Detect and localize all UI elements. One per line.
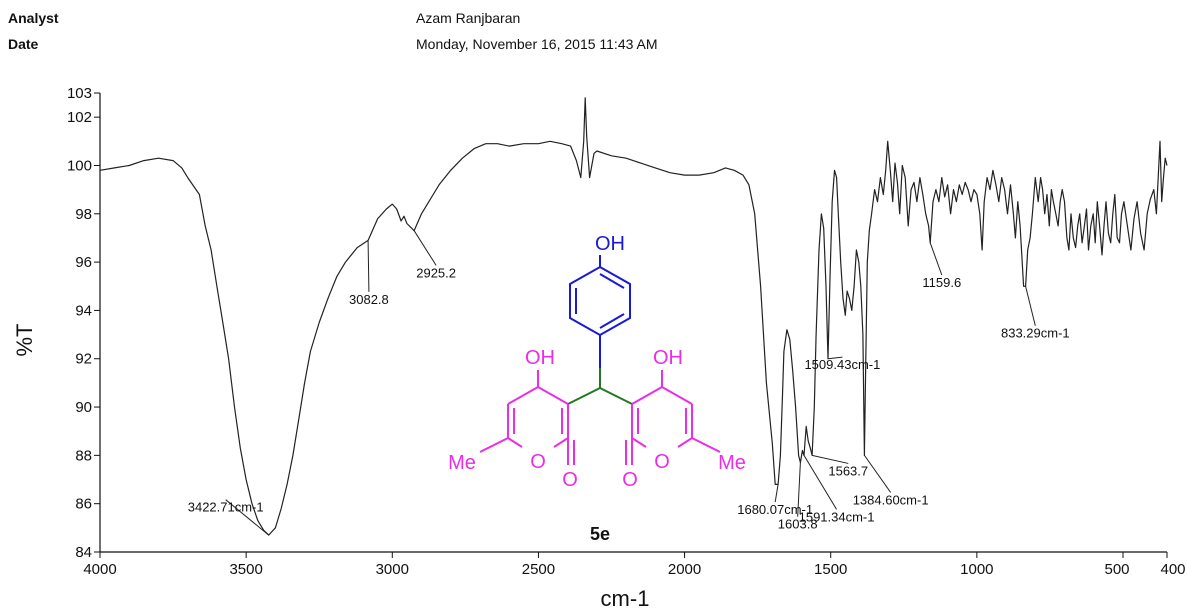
x-tick-label: 3500 bbox=[229, 561, 262, 578]
left-ring-oxygen: O bbox=[530, 451, 546, 473]
x-tick-label: 500 bbox=[1104, 561, 1129, 578]
left-carbonyl-oxygen: O bbox=[562, 469, 578, 491]
peak-label: 1159.6 bbox=[922, 275, 961, 290]
y-tick-label: 94 bbox=[75, 302, 92, 319]
peak-leader-line bbox=[774, 484, 779, 503]
analyst-name: Azam Ranjbaran bbox=[416, 10, 521, 26]
chart-axes bbox=[99, 93, 1167, 553]
right-carbonyl-oxygen: O bbox=[622, 469, 638, 491]
peak-label: 1384.60cm-1 bbox=[853, 492, 929, 507]
compound-5e-structure: OH OH Me O O bbox=[448, 233, 746, 544]
peak-label: 3422.71cm-1 bbox=[188, 500, 264, 515]
y-tick-label: 84 bbox=[75, 544, 92, 561]
y-tick-label: 100 bbox=[67, 157, 92, 174]
peak-label: 1563.7 bbox=[828, 463, 868, 478]
y-tick-label: 88 bbox=[75, 447, 92, 464]
x-tick-label: 1000 bbox=[960, 561, 993, 578]
right-oh-label: OH bbox=[653, 347, 683, 369]
x-tick-label: 3000 bbox=[376, 561, 409, 578]
x-tick-label: 400 bbox=[1160, 561, 1185, 578]
peak-leader-line bbox=[1025, 286, 1036, 326]
y-axis-label: %T bbox=[12, 324, 37, 357]
peak-label: 1509.43cm-1 bbox=[804, 357, 880, 372]
peak-leader-line bbox=[827, 356, 843, 360]
peak-leader-line bbox=[811, 454, 849, 464]
compound-label: 5e bbox=[590, 524, 610, 544]
peak-label: 2925.2 bbox=[416, 265, 456, 280]
peak-annotations: 3422.71cm-1 3082.8 2925.2 1680.07cm-11603.8… bbox=[188, 230, 1070, 536]
peak-leader-line bbox=[367, 240, 370, 292]
peak-leader-line bbox=[225, 499, 270, 536]
peak-leader-line bbox=[864, 455, 892, 493]
y-tick-label: 92 bbox=[75, 351, 92, 368]
peak-leader-line bbox=[803, 455, 837, 510]
peak-label: 3082.8 bbox=[349, 292, 389, 307]
right-me-label: Me bbox=[718, 452, 746, 474]
peak-label: 1603.8 bbox=[778, 517, 818, 532]
phenol-oh-label: OH bbox=[595, 233, 625, 255]
peak-label: 1680.07cm-1 bbox=[737, 502, 813, 517]
x-tick-label: 1500 bbox=[814, 561, 847, 578]
x-tick-label: 4000 bbox=[83, 561, 116, 578]
x-tick-label: 2000 bbox=[668, 561, 701, 578]
date-label: Date bbox=[8, 36, 39, 52]
left-oh-label: OH bbox=[525, 347, 555, 369]
right-pyranone-ring bbox=[625, 370, 721, 465]
right-ring-oxygen: O bbox=[654, 451, 670, 473]
peak-leader-line bbox=[929, 242, 943, 276]
peak-label: 1591.34cm-1 bbox=[799, 509, 875, 524]
methine-bridge bbox=[567, 387, 633, 405]
left-pyranone-ring bbox=[479, 370, 575, 465]
x-axis-label: cm-1 bbox=[601, 586, 650, 611]
peak-leader-line bbox=[413, 230, 437, 266]
y-tick-label: 98 bbox=[75, 206, 92, 223]
y-axis-ticks: 84 86 88 90 92 94 96 98 100 102 103 bbox=[67, 85, 100, 561]
peak-leader-line bbox=[797, 462, 801, 517]
y-tick-label: 96 bbox=[75, 254, 92, 271]
y-tick-label: 102 bbox=[67, 109, 92, 126]
y-tick-label: 86 bbox=[75, 496, 92, 513]
x-axis-ticks: 4000 3500 3000 2500 2000 1500 1000 500 400 bbox=[83, 552, 1186, 578]
phenol-ring bbox=[569, 255, 631, 368]
analyst-label: Analyst bbox=[8, 10, 59, 26]
y-tick-label: 90 bbox=[75, 399, 92, 416]
left-me-label: Me bbox=[448, 452, 476, 474]
report-date: Monday, November 16, 2015 11:43 AM bbox=[416, 36, 658, 52]
y-tick-label: 103 bbox=[67, 85, 92, 102]
peak-label: 833.29cm-1 bbox=[1001, 326, 1070, 341]
x-tick-label: 2500 bbox=[522, 561, 555, 578]
